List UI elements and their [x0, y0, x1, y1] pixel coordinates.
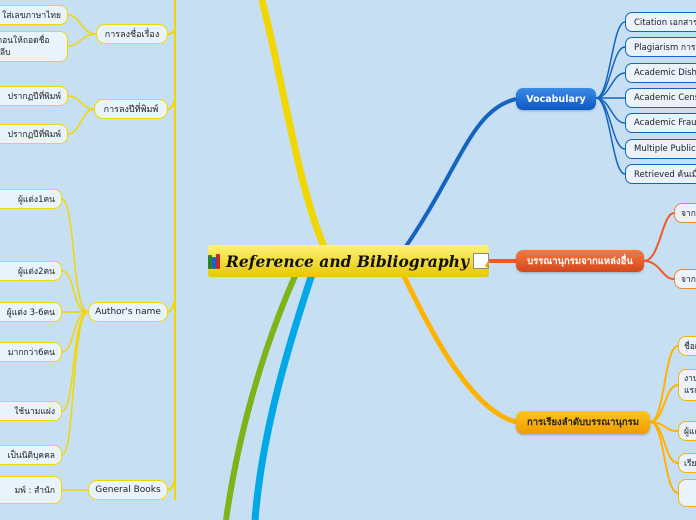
vocabulary-item[interactable]: Academic Cens — [625, 88, 696, 108]
central-topic-title: Reference and Bibliography — [226, 251, 469, 271]
author-name-item[interactable]: ผู้แต่ง 3-6คน — [0, 302, 62, 322]
vocabulary-item[interactable]: Retrieved ค้นเมื่ — [625, 164, 696, 184]
author-name-item[interactable]: เป็นนิติบุคคล — [0, 445, 62, 465]
author-name-item[interactable]: ผู้แต่ง2คน — [0, 261, 62, 281]
other-sources-topic[interactable]: บรรณานุกรมจากแหล่งอื่น — [516, 250, 644, 272]
year-rule-topic[interactable]: การลงปีที่พิมพ์ — [94, 99, 168, 119]
vocabulary-item[interactable]: Academic Frau — [625, 113, 696, 133]
vocabulary-topic[interactable]: Vocabulary — [516, 88, 596, 110]
vocabulary-item[interactable]: Citation เอกสาร — [625, 12, 696, 32]
vocabulary-item[interactable]: Academic Disho — [625, 63, 696, 83]
ordering-topic[interactable]: การเรียงลำดับบรรณานุกรม — [516, 411, 650, 434]
books-icon — [208, 253, 222, 269]
title-rule-item[interactable]: กอนให้ถอดชื่อเลีบ — [0, 31, 68, 62]
vocabulary-item[interactable]: Multiple Publica — [625, 139, 696, 159]
title-rule-item[interactable]: ใส่เลขภาษาไทย — [0, 5, 68, 25]
ordering-item[interactable]: ชื่อผู้ — [678, 336, 696, 356]
ordering-item[interactable]: งานแรก — [678, 369, 696, 401]
pencil-icon — [472, 253, 489, 269]
general-books-item[interactable]: มพ์ : สำนัก — [0, 476, 62, 504]
other-sources-item[interactable]: จาก — [674, 269, 696, 289]
author-name-item[interactable]: มากกว่า6คน — [0, 342, 62, 362]
title-rule-topic[interactable]: การลงชื่อเรื่อง — [96, 24, 168, 44]
other-sources-item[interactable]: จาก — [674, 203, 696, 223]
year-rule-item[interactable]: ปรากฏปีที่พิมพ์ — [0, 124, 68, 144]
year-rule-item[interactable]: ปรากฏปีที่พิมพ์ — [0, 86, 68, 106]
vocabulary-item[interactable]: Plagiarism การ — [625, 37, 696, 57]
ordering-item[interactable] — [678, 479, 696, 507]
author-name-topic[interactable]: Author's name — [88, 302, 168, 322]
ordering-item[interactable]: ผู้แต — [678, 421, 696, 441]
ordering-item[interactable]: เรีย — [678, 453, 696, 473]
author-name-item[interactable]: ผู้แต่ง1คน — [0, 189, 62, 209]
central-topic[interactable]: Reference and Bibliography — [208, 245, 489, 277]
author-name-item[interactable]: ใช้นามแฝง — [0, 401, 62, 421]
general-books-topic[interactable]: General Books — [88, 480, 168, 500]
